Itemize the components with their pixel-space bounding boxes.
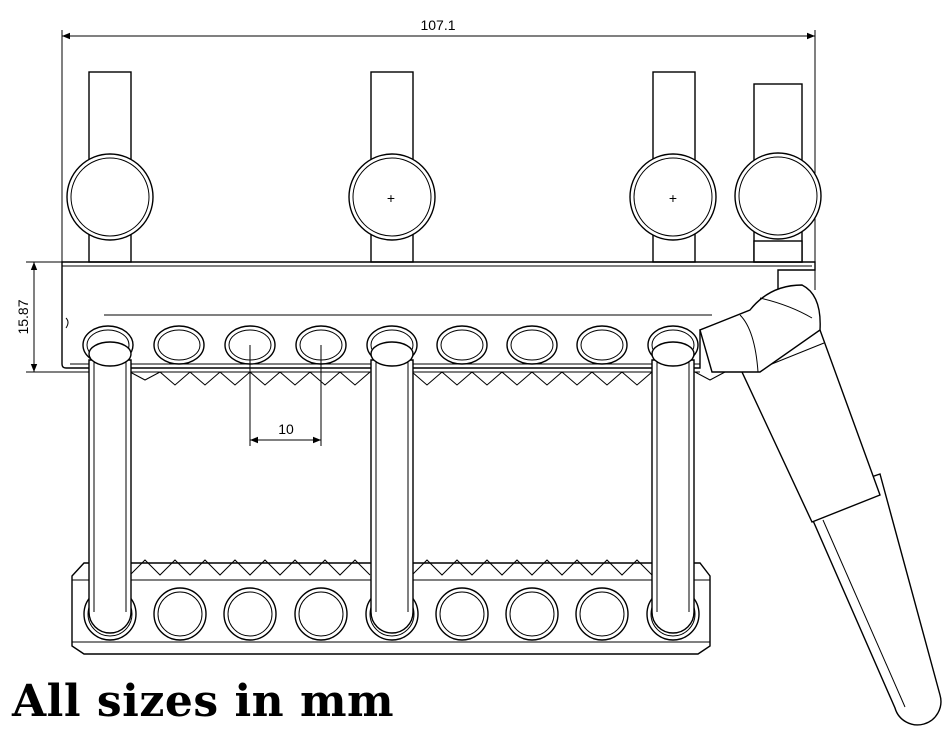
overall-width-label: 107.1 bbox=[420, 17, 455, 33]
height-label: 15.87 bbox=[15, 299, 31, 334]
tremolo-arm bbox=[699, 261, 942, 726]
hole-pitch-label: 10 bbox=[278, 421, 294, 437]
center-mark: + bbox=[669, 190, 677, 206]
hole-pitch-dimension: 10 bbox=[249, 345, 322, 446]
height-dimension: 15.87 bbox=[15, 261, 70, 373]
stud-rods bbox=[88, 341, 695, 634]
stud-knobs: + + bbox=[66, 152, 822, 241]
center-mark: + bbox=[387, 190, 395, 206]
saddle-teeth-upper bbox=[129, 371, 726, 386]
overall-width-dimension: 107.1 bbox=[61, 17, 816, 262]
units-caption: All sizes in mm bbox=[12, 676, 395, 727]
saddle-teeth-lower bbox=[129, 559, 653, 576]
